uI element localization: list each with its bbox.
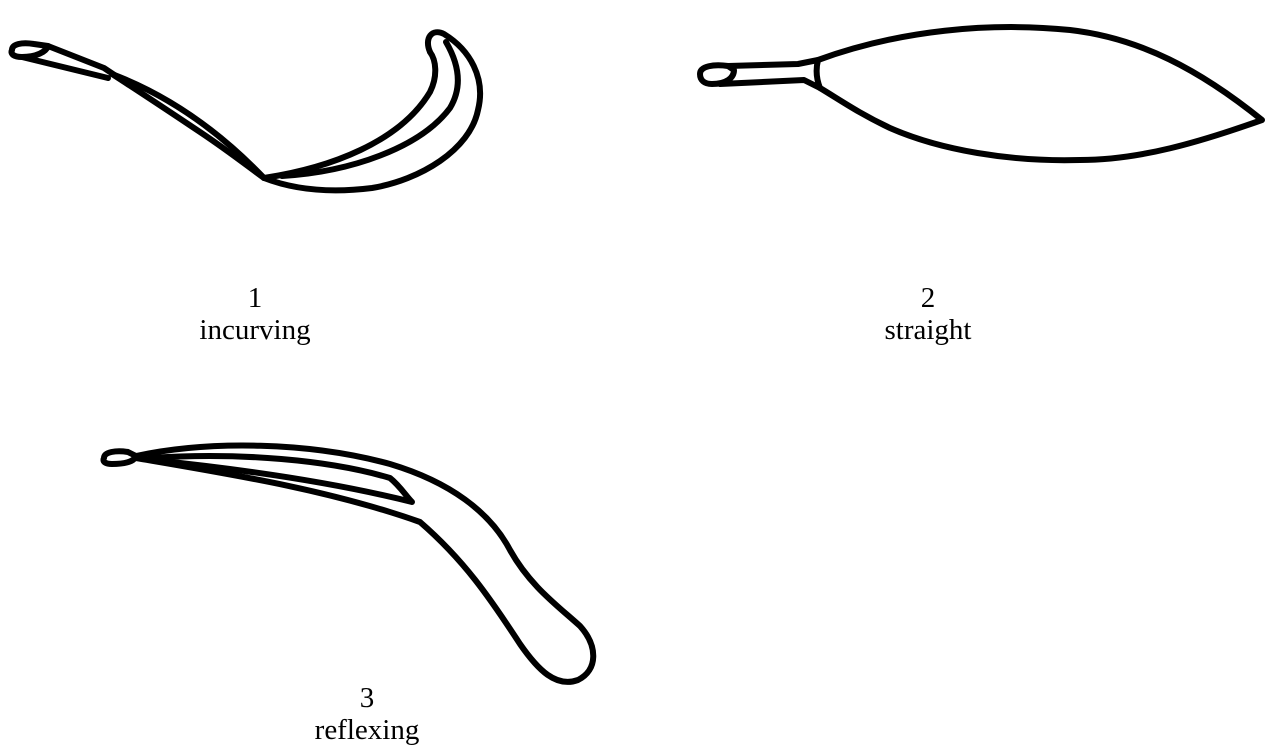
reflexing-floret-upper-outline [136, 446, 593, 682]
caption-incurving: 1 incurving [145, 282, 365, 346]
figure-number-1: 1 [145, 282, 365, 314]
caption-straight: 2 straight [818, 282, 1038, 346]
straight-floret-drawing [680, 0, 1280, 190]
reflexing-floret-tip [103, 451, 136, 464]
figure-label-straight: straight [818, 314, 1038, 346]
incurving-floret-inner-curl [264, 52, 435, 178]
reflexing-floret-drawing [90, 430, 610, 690]
caption-reflexing: 3 reflexing [257, 682, 477, 746]
incurving-floret-base [11, 43, 48, 57]
straight-floret-svg [680, 0, 1280, 190]
figure-label-incurving: incurving [145, 314, 365, 346]
incurving-floret-svg [0, 0, 500, 200]
figure-number-3: 3 [257, 682, 477, 714]
incurving-floret-drawing [0, 0, 500, 200]
figure-number-2: 2 [818, 282, 1038, 314]
reflexing-floret-inner-fold [150, 456, 412, 502]
straight-floret-body [817, 27, 1262, 160]
figure-label-reflexing: reflexing [257, 714, 477, 746]
incurving-floret-lower-edge [112, 74, 264, 178]
reflexing-floret-svg [90, 430, 610, 690]
incurving-floret-tube [22, 46, 116, 78]
